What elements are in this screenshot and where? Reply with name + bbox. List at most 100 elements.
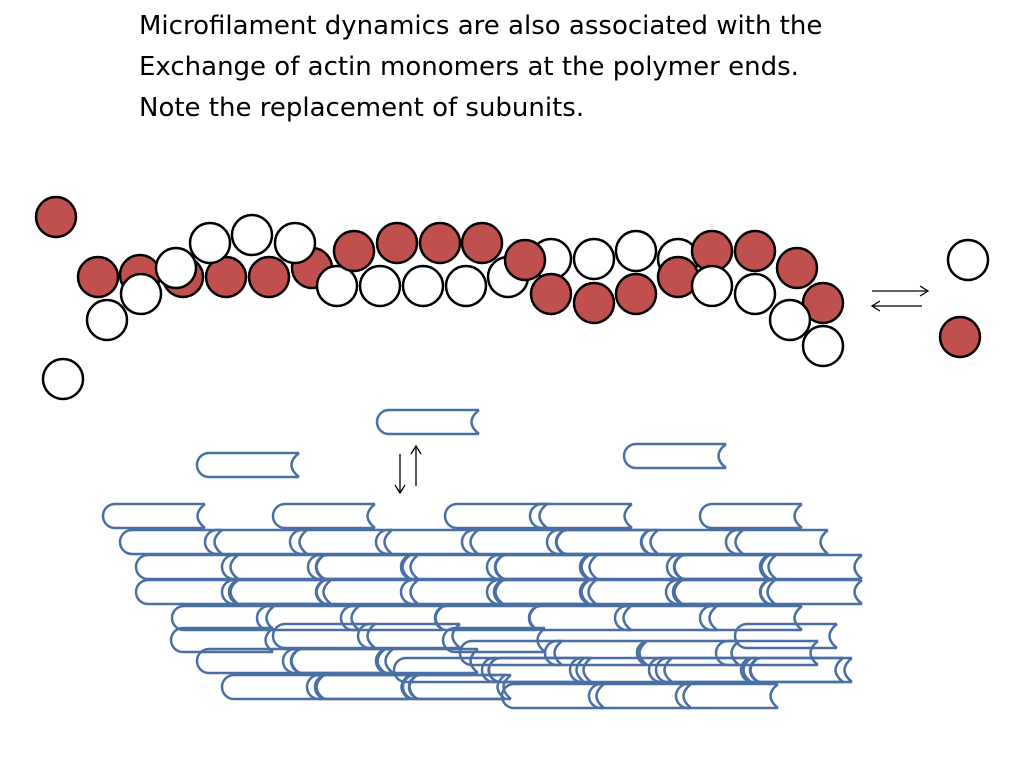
- white-subunit-16: [315, 264, 359, 308]
- actin-filament-34: [492, 578, 597, 606]
- actin-filament-33: [485, 578, 590, 606]
- white-subunit-41: [801, 324, 845, 368]
- actin-filament-10: [288, 528, 393, 556]
- actin-filament-68: [305, 673, 410, 701]
- red-subunit-35: [733, 229, 777, 273]
- actin-filament-25: [665, 553, 770, 581]
- actin-filament-59: [392, 656, 497, 684]
- white-subunit-11: [119, 272, 163, 316]
- red-subunit-37: [801, 281, 845, 325]
- actin-filament-1: [195, 451, 300, 479]
- red-subunit-4: [76, 255, 120, 299]
- actin-filament-60: [480, 656, 585, 684]
- red-subunit-8: [247, 255, 291, 299]
- actin-filament-58: [374, 647, 479, 675]
- white-subunit-40: [768, 298, 812, 342]
- red-subunit-0: [34, 195, 78, 239]
- white-subunit-2: [946, 238, 990, 282]
- actin-filament-62: [568, 656, 673, 684]
- white-subunit-39: [733, 272, 777, 316]
- actin-filament-54: [714, 639, 819, 667]
- actin-filament-38: [758, 578, 863, 606]
- actin-filament-2: [622, 442, 727, 470]
- caption-line-2: Exchange of actin monomers at the polyme…: [139, 52, 799, 82]
- red-subunit-32: [614, 272, 658, 316]
- actin-filament-40: [255, 604, 360, 632]
- actin-filament-4: [271, 502, 376, 530]
- actin-filament-48: [356, 622, 461, 650]
- red-subunit-29: [503, 238, 547, 282]
- actin-filament-13: [545, 528, 650, 556]
- actin-filament-0: [375, 408, 480, 436]
- actin-filament-8: [118, 528, 223, 556]
- actin-filament-30: [227, 578, 332, 606]
- red-subunit-7: [204, 255, 248, 299]
- caption-line-3: Note the replacement of subunits.: [139, 93, 585, 123]
- white-subunit-38: [690, 264, 734, 308]
- actin-filament-74: [674, 682, 779, 710]
- actin-filament-5: [443, 502, 548, 530]
- actin-filament-beads: [34, 195, 990, 401]
- white-subunit-12: [154, 246, 198, 290]
- actin-filament-73: [587, 682, 692, 710]
- red-subunit-21: [332, 229, 376, 273]
- actin-filament-42: [433, 604, 538, 632]
- red-subunit-31: [572, 281, 616, 325]
- actin-filament-12: [460, 528, 565, 556]
- actin-filament-31: [314, 578, 419, 606]
- actin-filament-26: [672, 553, 777, 581]
- actin-filament-71: [407, 673, 512, 701]
- red-subunit-30: [529, 272, 573, 316]
- actin-filament-22: [485, 553, 590, 581]
- actin-filament-11: [374, 528, 479, 556]
- actin-filament-17: [134, 553, 239, 581]
- red-subunit-22: [375, 221, 419, 265]
- actin-filament-65: [739, 656, 844, 684]
- actin-filament-14: [554, 528, 659, 556]
- white-subunit-10: [85, 298, 129, 342]
- actin-filament-43: [527, 604, 632, 632]
- white-subunit-14: [230, 213, 274, 257]
- actin-filament-67: [220, 673, 325, 701]
- white-subunit-26: [572, 237, 616, 281]
- actin-filament-45: [698, 604, 803, 632]
- actin-filament-6: [528, 502, 633, 530]
- red-subunit-23: [418, 221, 462, 265]
- white-subunit-15: [273, 221, 317, 265]
- caption-line-1: Microfilament dynamics are also associat…: [139, 11, 823, 41]
- actin-filament-16: [724, 528, 829, 556]
- actin-filament-52: [543, 639, 648, 667]
- actin-filament-3: [101, 502, 206, 530]
- white-subunit-19: [444, 264, 488, 308]
- actin-filament-19: [306, 553, 411, 581]
- actin-filament-9: [203, 528, 308, 556]
- actin-filament-36: [664, 578, 769, 606]
- red-subunit-3: [938, 315, 982, 359]
- white-subunit-27: [614, 229, 658, 273]
- actin-filament-29: [220, 578, 325, 606]
- actin-filament-44: [613, 604, 718, 632]
- actin-filament-57: [289, 647, 394, 675]
- actin-filament-15: [639, 528, 744, 556]
- actin-filament-23: [493, 553, 598, 581]
- actin-filament-39: [170, 604, 275, 632]
- white-subunit-17: [358, 264, 402, 308]
- actin-filament-20: [314, 553, 419, 581]
- actin-filament-47: [271, 622, 376, 650]
- filament-bundle: [101, 408, 863, 710]
- actin-filament-70: [401, 673, 506, 701]
- red-subunit-24: [460, 221, 504, 265]
- actin-filament-51: [458, 639, 563, 667]
- actin-filament-53: [635, 639, 740, 667]
- equilibrium-arrows-icon: [870, 285, 930, 312]
- actin-filament-50: [733, 622, 838, 650]
- vertical-exchange-arrows-icon: [394, 444, 422, 495]
- actin-filament-56: [281, 647, 386, 675]
- actin-filament-66: [748, 656, 853, 684]
- slide-caption: Microfilament dynamics are also associat…: [139, 6, 999, 129]
- white-subunit-13: [188, 221, 232, 265]
- white-subunit-1: [41, 357, 85, 401]
- actin-filament-72: [500, 682, 605, 710]
- actin-filament-7: [698, 502, 803, 530]
